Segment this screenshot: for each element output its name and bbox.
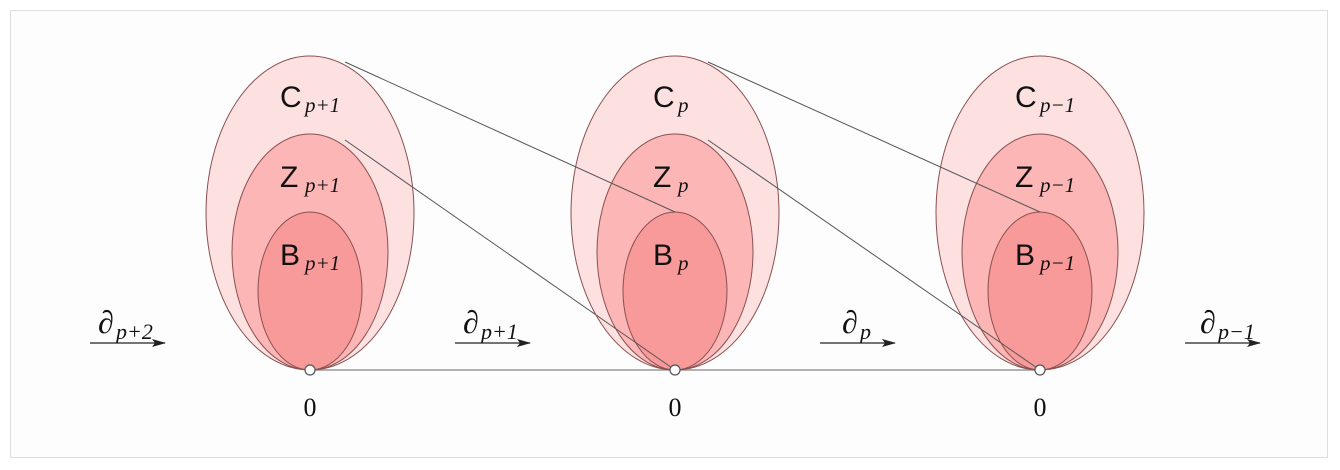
boundary-sub: p+1 (479, 319, 518, 344)
boundary-symbol: ∂ (1200, 304, 1216, 340)
chain-label-base: C (280, 81, 302, 114)
boundaries-label-sub: p+1 (303, 251, 340, 275)
zero-point (1034, 364, 1046, 376)
zero-label: 0 (669, 393, 682, 422)
boundaries-label-sub: p (676, 251, 689, 275)
chain-group-p-plus-1: C p+1 Z p+1 B p+1 0 (205, 55, 415, 422)
map-line-chain-to-boundary (707, 61, 1041, 213)
boundaries-label-base: B (653, 239, 673, 272)
cycles-label-base: Z (653, 161, 671, 194)
chain-group-p-minus-1: C p−1 Z p−1 B p−1 0 (935, 55, 1145, 422)
map-line-chain-to-boundary (344, 61, 676, 213)
boundary-map-p-plus-2: ∂ p+2 (90, 304, 166, 347)
map-lines (344, 61, 1041, 371)
chain-label-sub: p+1 (303, 93, 340, 117)
boundary-map-p-plus-1: ∂ p+1 (455, 304, 531, 347)
zero-point (304, 364, 316, 376)
chain-label-sub: p (676, 93, 689, 117)
chain-label-base: C (653, 81, 675, 114)
boundary-sub: p (858, 319, 871, 344)
boundary-symbol: ∂ (842, 304, 858, 340)
zero-label: 0 (1034, 393, 1047, 422)
boundary-map-p-minus-1: ∂ p−1 (1185, 304, 1261, 347)
boundary-symbol: ∂ (463, 304, 479, 340)
map-line-cycles-to-zero (707, 139, 1041, 371)
boundary-sub: p+2 (114, 319, 153, 344)
zero-label: 0 (304, 393, 317, 422)
boundary-map-p: ∂ p (820, 304, 896, 347)
cycles-label-base: Z (1015, 161, 1033, 194)
cycles-label-sub: p (676, 173, 689, 197)
cycles-label-sub: p−1 (1038, 173, 1075, 197)
boundary-symbol: ∂ (98, 304, 114, 340)
boundaries-label-sub: p−1 (1038, 251, 1075, 275)
cycles-label-base: Z (280, 161, 298, 194)
boundary-sub: p−1 (1216, 319, 1255, 344)
chain-label-sub: p−1 (1038, 93, 1075, 117)
boundaries-ellipse (987, 211, 1093, 371)
boundaries-label-base: B (280, 239, 300, 272)
zero-point (669, 364, 681, 376)
map-line-cycles-to-zero (344, 139, 676, 371)
boundaries-label-base: B (1015, 239, 1035, 272)
cycles-label-sub: p+1 (303, 173, 340, 197)
chain-label-base: C (1015, 81, 1037, 114)
boundaries-ellipse (622, 211, 728, 371)
boundaries-ellipse (257, 211, 363, 371)
chain-group-p: C p Z p B p 0 (570, 55, 780, 422)
